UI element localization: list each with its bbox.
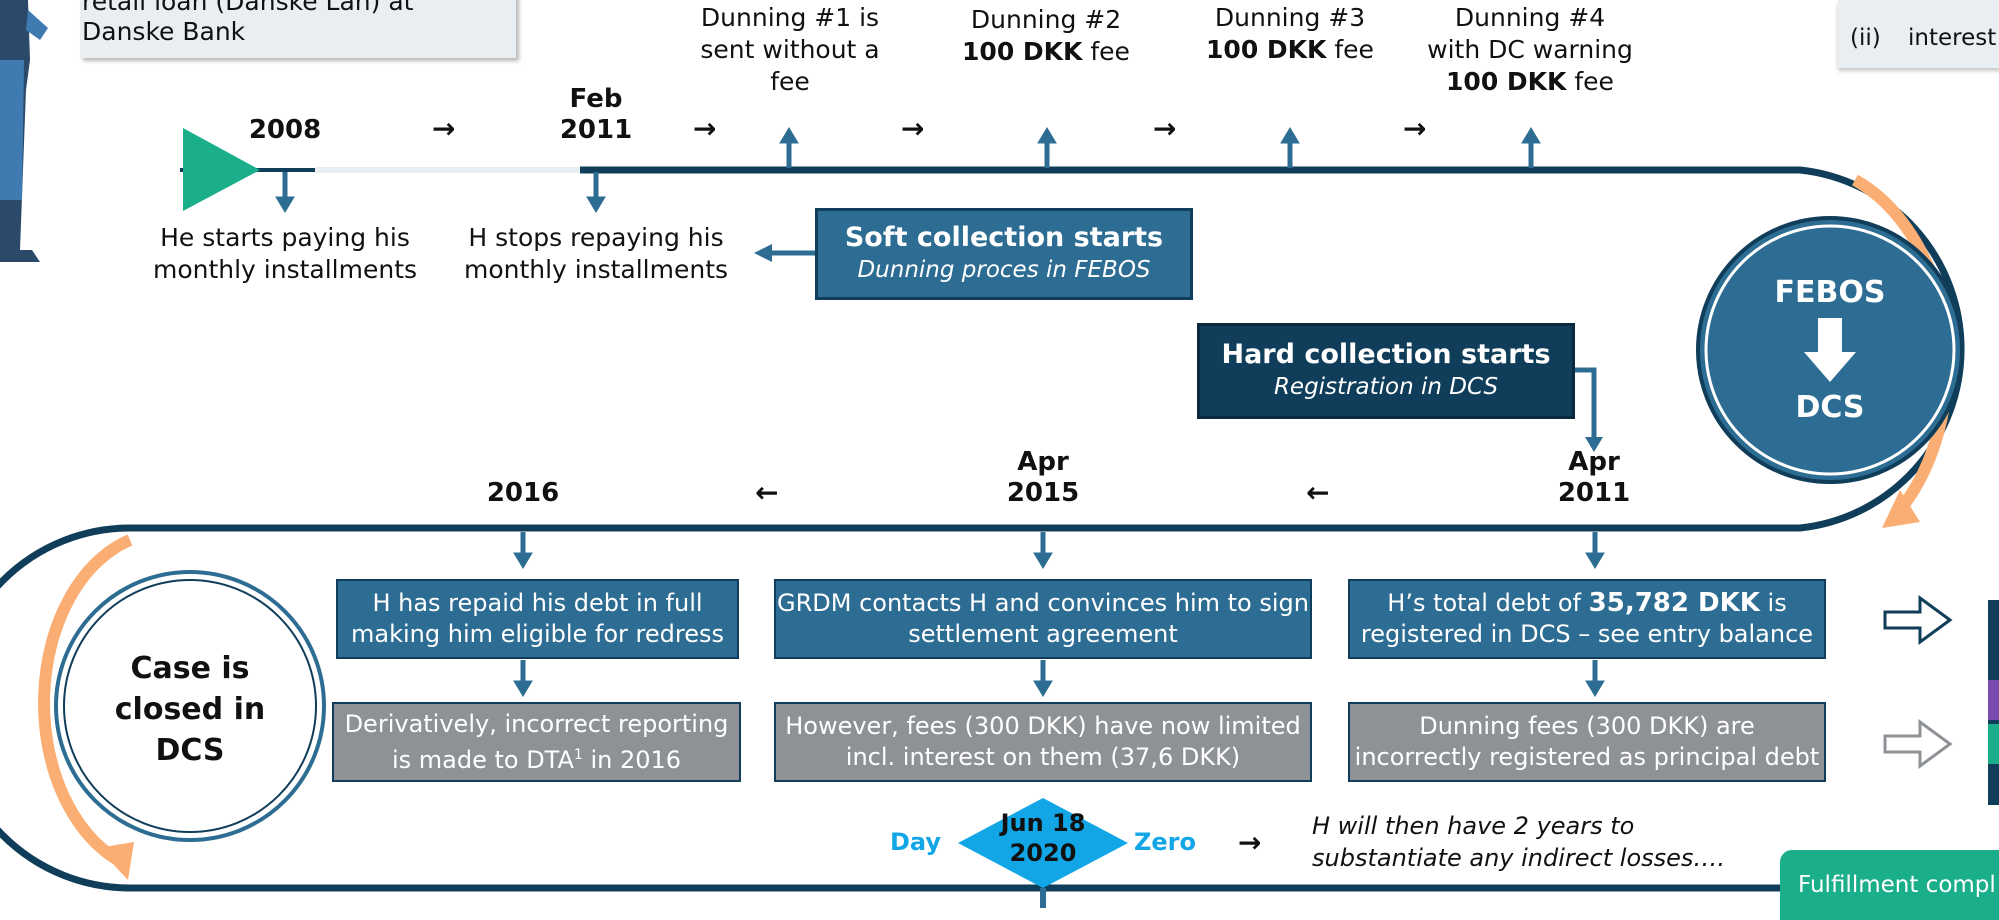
intro-line1: retail loan (Danske Lån) at: [82, 0, 414, 16]
year-2015: 2015: [1006, 478, 1080, 508]
hard-collection-subtitle: Registration in DCS: [1273, 374, 1499, 400]
dcs-label: DCS: [1795, 390, 1865, 425]
lower-track: [0, 524, 1999, 892]
total-debt-box: H’s total debt of 35,782 DKK is register…: [1348, 579, 1826, 659]
down-block-arrow-icon: [1804, 318, 1856, 382]
febos-label: FEBOS: [1774, 275, 1886, 310]
intro-line2: Danske Bank: [82, 17, 246, 46]
dunning-3-label: Dunning #3 100 DKK fee: [1206, 3, 1374, 64]
year-2008: 2008: [248, 115, 322, 145]
fulfillment-badge: Fulfillment compl: [1780, 850, 1999, 920]
right-arrow-icon: →: [432, 112, 456, 145]
right-arrow-icon: →: [1238, 826, 1262, 859]
left-arrow-icon: ←: [755, 476, 779, 509]
top-right-partial-panel: (ii) interest: [1838, 0, 1999, 68]
hollow-arrow-grey-icon: [1883, 719, 1953, 769]
year-2011: 2011: [559, 115, 633, 145]
start-triangle: [183, 128, 260, 211]
day-label: Day: [890, 828, 942, 856]
year-2016: 2016: [486, 478, 560, 508]
right-arrow-icon: →: [901, 112, 925, 145]
right-arrow-icon: →: [1403, 112, 1427, 145]
right-arrow-icon: →: [1153, 112, 1177, 145]
partial-interest: interest: [1908, 25, 1997, 51]
hard-collection-title: Hard collection starts: [1221, 339, 1551, 370]
derivative-box: Derivatively, incorrect reporting is mad…: [332, 702, 741, 782]
person-figure: [0, 0, 48, 262]
dunning-2-label: Dunning #2 100 DKK fee: [962, 5, 1130, 66]
fees-box: However, fees (300 DKK) have now limited…: [774, 702, 1312, 782]
date-diamond: [958, 798, 1128, 888]
year-2011-apr: 2011: [1557, 478, 1631, 508]
fulfillment-label: Fulfillment compl: [1798, 872, 1996, 898]
orange-arrow-left: [38, 534, 133, 866]
soft-collection-title: Soft collection starts: [844, 222, 1164, 253]
right-arrow-icon: →: [693, 112, 717, 145]
closed-circle: [54, 570, 326, 842]
month-apr-2015: Apr: [1017, 447, 1069, 477]
soft-collection-subtitle: Dunning proces in FEBOS: [857, 257, 1151, 283]
month-feb: Feb: [569, 84, 623, 114]
intro-callout: retail loan (Danske Lån) at Danske Bank: [80, 0, 516, 58]
zero-label: Zero: [1134, 828, 1197, 856]
hard-collection-box: Hard collection starts Registration in D…: [1197, 323, 1575, 419]
month-apr-2011: Apr: [1568, 447, 1620, 477]
left-arrow-icon: ←: [1306, 476, 1330, 509]
roman-numeral: (ii): [1850, 25, 1881, 51]
grdm-box: GRDM contacts H and convinces him to sig…: [774, 579, 1312, 659]
hollow-arrow-blue-icon: [1883, 595, 1953, 645]
soft-collection-box: Soft collection starts Dunning proces in…: [815, 208, 1193, 300]
